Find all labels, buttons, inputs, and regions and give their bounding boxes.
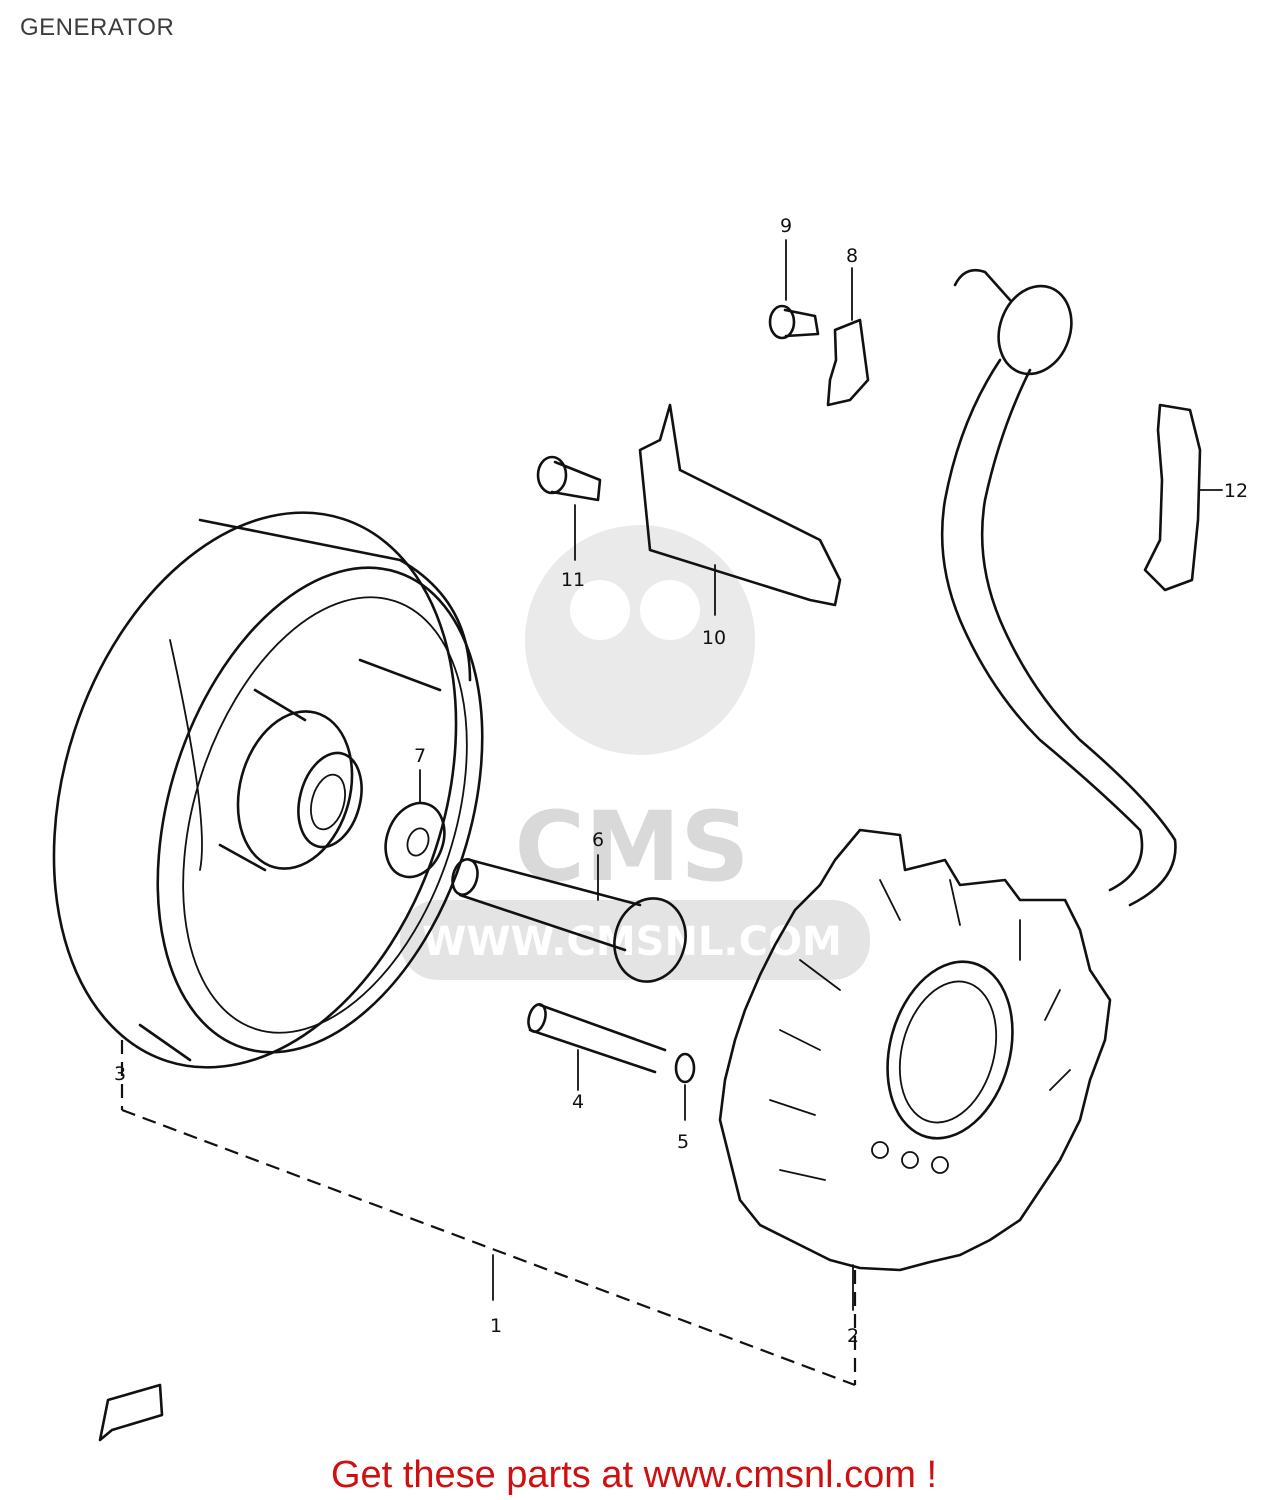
stator-screw-4: [527, 1003, 667, 1074]
callout-5: 5: [677, 1131, 689, 1153]
clamp-plate-8: [826, 318, 870, 407]
promo-link[interactable]: Get these parts at www.cmsnl.com !: [330, 1454, 938, 1496]
front-arrow-icon: [98, 1383, 164, 1442]
callout-8: 8: [846, 245, 858, 267]
callout-labels: 1 2 3 4 5 6 7 8 9 10 11 12: [114, 215, 1248, 1347]
cmsnl-watermark-logo: CMS WWW.CMSNL.COM: [400, 525, 870, 980]
rotor-flywheel: [52, 511, 484, 1069]
leader-lines: [120, 239, 1223, 1387]
callout-11: 11: [561, 569, 585, 591]
callout-3: 3: [114, 1063, 126, 1085]
rotor-bolt-6: [451, 858, 687, 983]
stator-coil: [718, 828, 1112, 1272]
clamp-12: [1143, 403, 1202, 592]
screw-9: [768, 304, 820, 340]
washer-5: [674, 1052, 696, 1084]
callout-7: 7: [414, 745, 426, 767]
cover-plate-10: [638, 403, 842, 607]
callout-2: 2: [847, 1325, 859, 1347]
stator-lead-wire: [940, 268, 1177, 907]
washer-7: [384, 801, 446, 879]
watermark-site: WWW.CMSNL.COM: [422, 919, 842, 965]
callout-12: 12: [1224, 480, 1248, 502]
screw-11: [536, 455, 602, 502]
callout-10: 10: [702, 627, 726, 649]
callout-4: 4: [572, 1091, 584, 1113]
page-title: GENERATOR: [20, 14, 175, 41]
watermark-brand: CMS: [514, 791, 749, 903]
callout-6: 6: [592, 829, 604, 851]
callout-1: 1: [490, 1315, 502, 1337]
callout-9: 9: [780, 215, 792, 237]
